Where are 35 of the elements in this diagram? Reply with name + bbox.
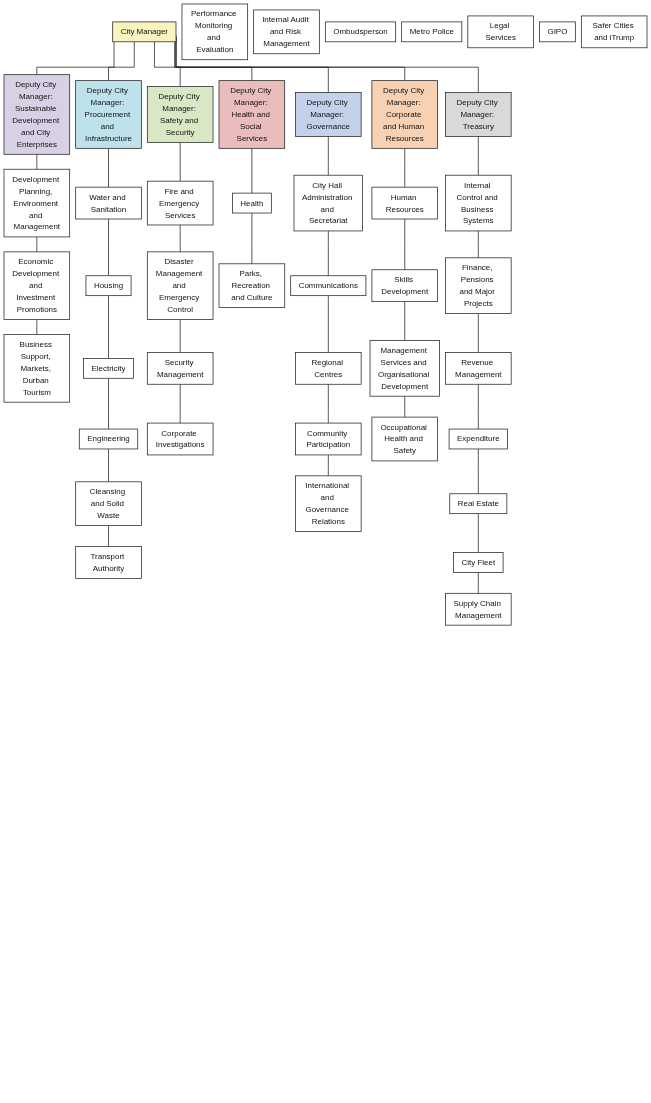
connector	[477, 313, 479, 353]
connector	[327, 454, 329, 477]
connector	[179, 141, 181, 182]
connector	[477, 513, 479, 553]
connector	[477, 136, 479, 176]
connector	[327, 295, 329, 353]
connector	[477, 230, 479, 259]
connector	[108, 41, 135, 81]
connector	[327, 136, 329, 176]
connector	[36, 236, 38, 253]
connector	[251, 212, 253, 265]
connector	[477, 572, 479, 594]
connector	[36, 41, 115, 76]
connector	[404, 218, 406, 271]
connector	[179, 383, 181, 424]
connector	[404, 395, 406, 418]
connector	[108, 377, 109, 430]
connector	[108, 525, 109, 547]
connector	[251, 147, 253, 194]
connector	[36, 153, 38, 170]
connector	[108, 295, 109, 359]
connector	[404, 147, 406, 188]
connector	[108, 448, 109, 483]
connector	[477, 383, 479, 430]
connector	[108, 147, 109, 188]
connector	[36, 319, 38, 335]
connector	[327, 383, 329, 424]
connector	[174, 41, 253, 81]
connector	[154, 41, 181, 87]
connector	[108, 218, 109, 277]
connector	[179, 319, 181, 353]
connector	[477, 448, 479, 495]
connector	[327, 230, 329, 277]
connector	[179, 224, 181, 253]
connector	[404, 301, 406, 341]
